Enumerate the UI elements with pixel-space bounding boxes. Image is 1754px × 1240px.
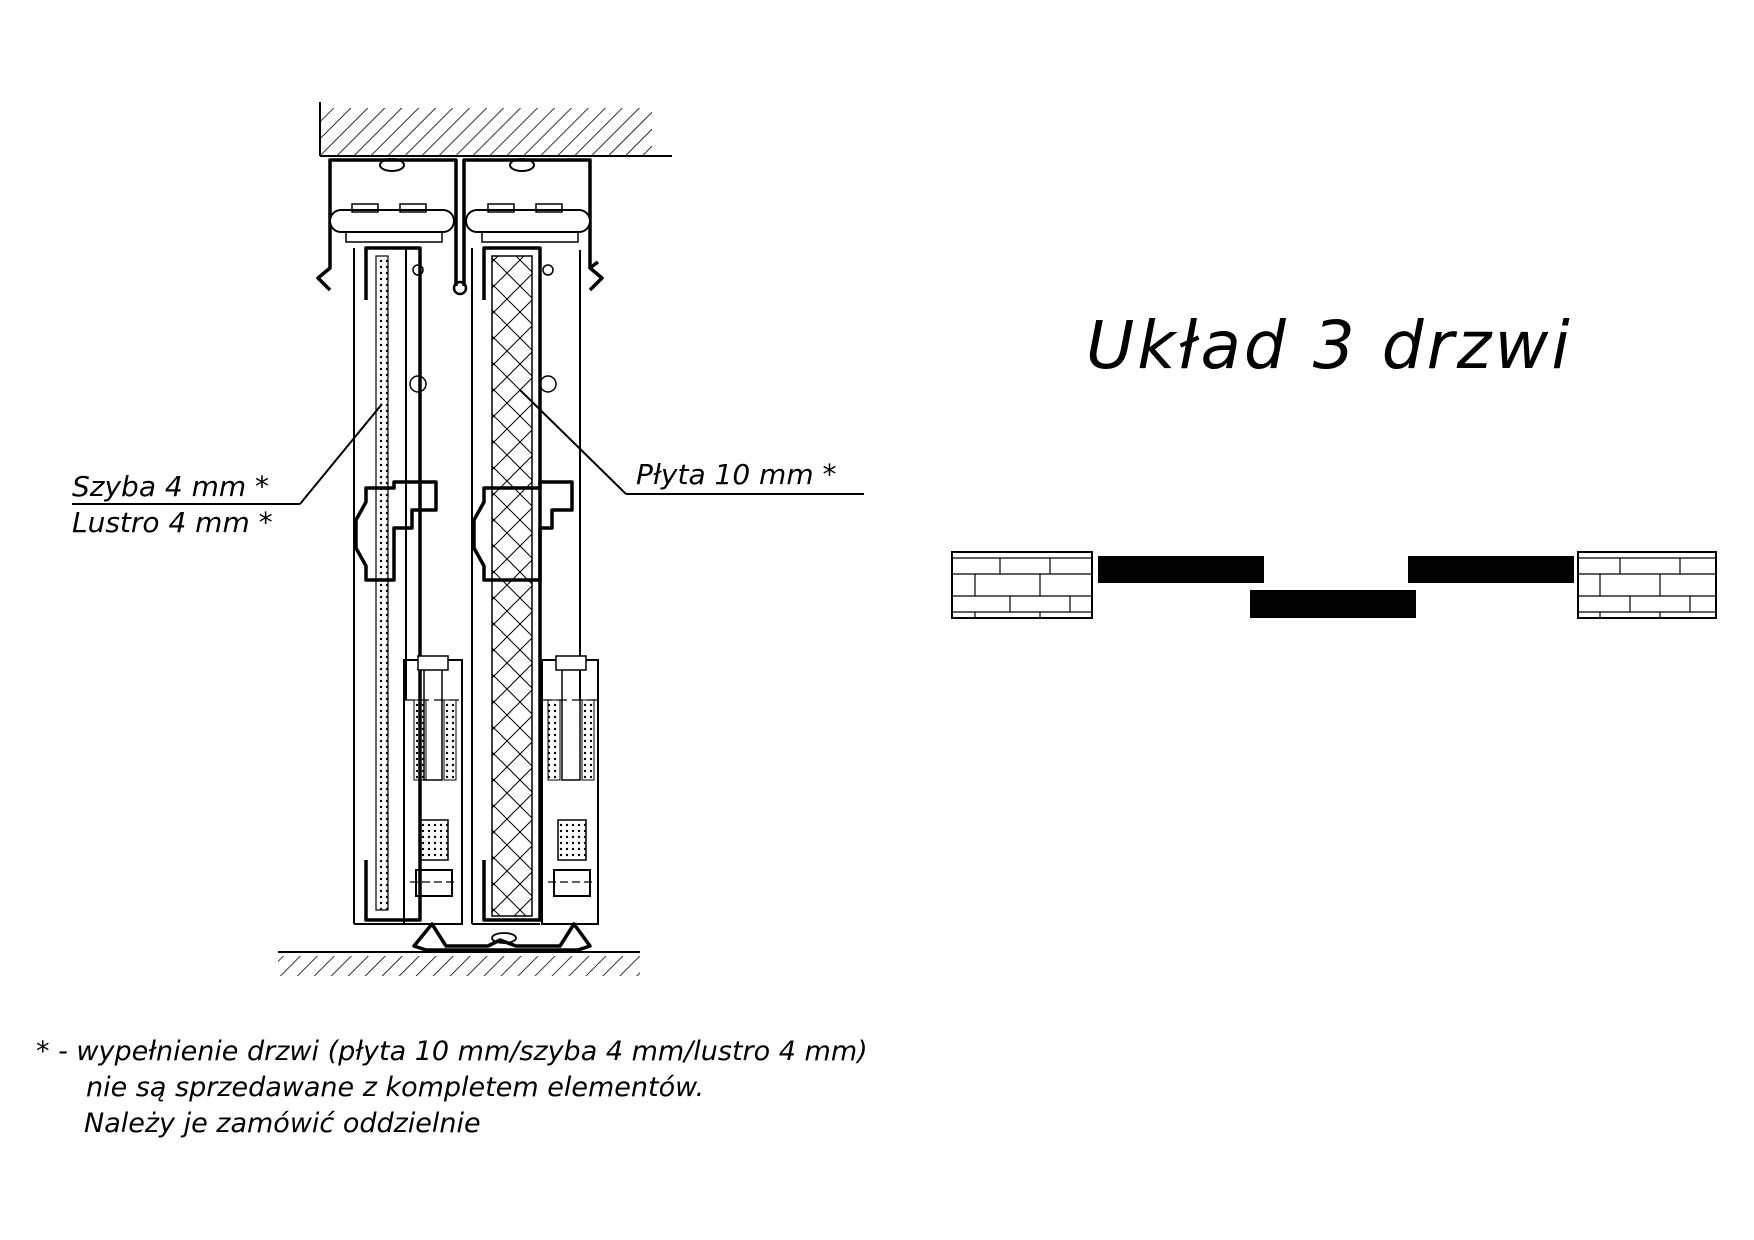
bottom-roller-left [403,655,463,925]
left-wall-plan [951,551,1093,619]
right-wall-plan [1577,551,1717,619]
door-panel-2-plan [1250,590,1416,618]
board-leader-line [519,389,864,495]
footnote-line-2: nie są sprzedawane z kompletem elementów… [86,1072,704,1103]
layout-title: Układ 3 drzwi [1086,307,1573,384]
door-panel-3-plan [1408,556,1574,583]
door-panel-1-plan [1098,556,1264,583]
glass-leader-line [72,403,383,505]
bottom-track-profile [412,922,592,952]
floor-section [278,951,640,976]
ceiling-section [319,102,672,157]
mirror-label: Lustro 4 mm * [72,506,273,539]
left-door-panel [353,246,438,925]
right-door-panel [471,246,581,925]
top-track-profile [316,158,604,296]
board-label: Płyta 10 mm * [636,458,837,491]
footnote-line-1: * - wypełnienie drzwi (płyta 10 mm/szyba… [36,1036,868,1067]
footnote-line-3: Należy je zamówić oddzielnie [84,1108,481,1139]
glass-label: Szyba 4 mm * [72,470,269,503]
bottom-roller-right [541,655,599,925]
